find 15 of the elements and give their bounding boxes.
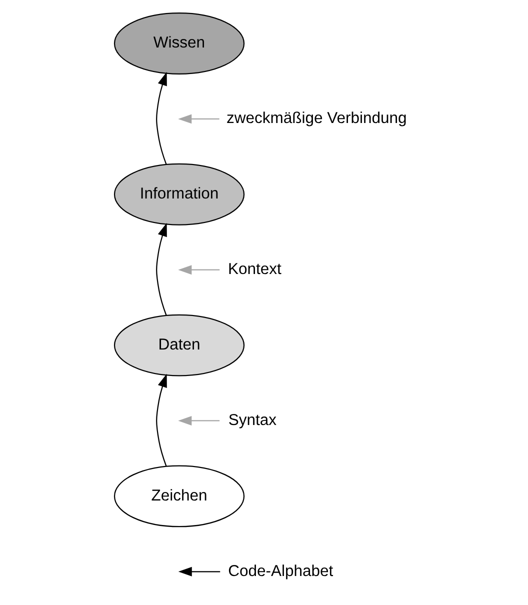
node-ellipse: Daten — [114, 314, 245, 376]
node-text: Kontext — [228, 261, 282, 278]
arrow — [156, 374, 167, 466]
arrow — [156, 72, 167, 165]
node-ellipse: Information — [114, 163, 245, 226]
arrow — [178, 566, 220, 576]
node-text: Syntax — [228, 412, 277, 429]
arrow — [178, 265, 220, 275]
node-text: Code-Alphabet — [228, 562, 334, 580]
arrow — [156, 222, 167, 316]
node-ellipse: Wissen — [114, 12, 245, 74]
arrow — [178, 114, 220, 124]
node-text: zweckmäßige Verbindung — [226, 110, 407, 128]
node-ellipse: Zeichen — [114, 465, 245, 528]
arrow — [178, 416, 220, 426]
